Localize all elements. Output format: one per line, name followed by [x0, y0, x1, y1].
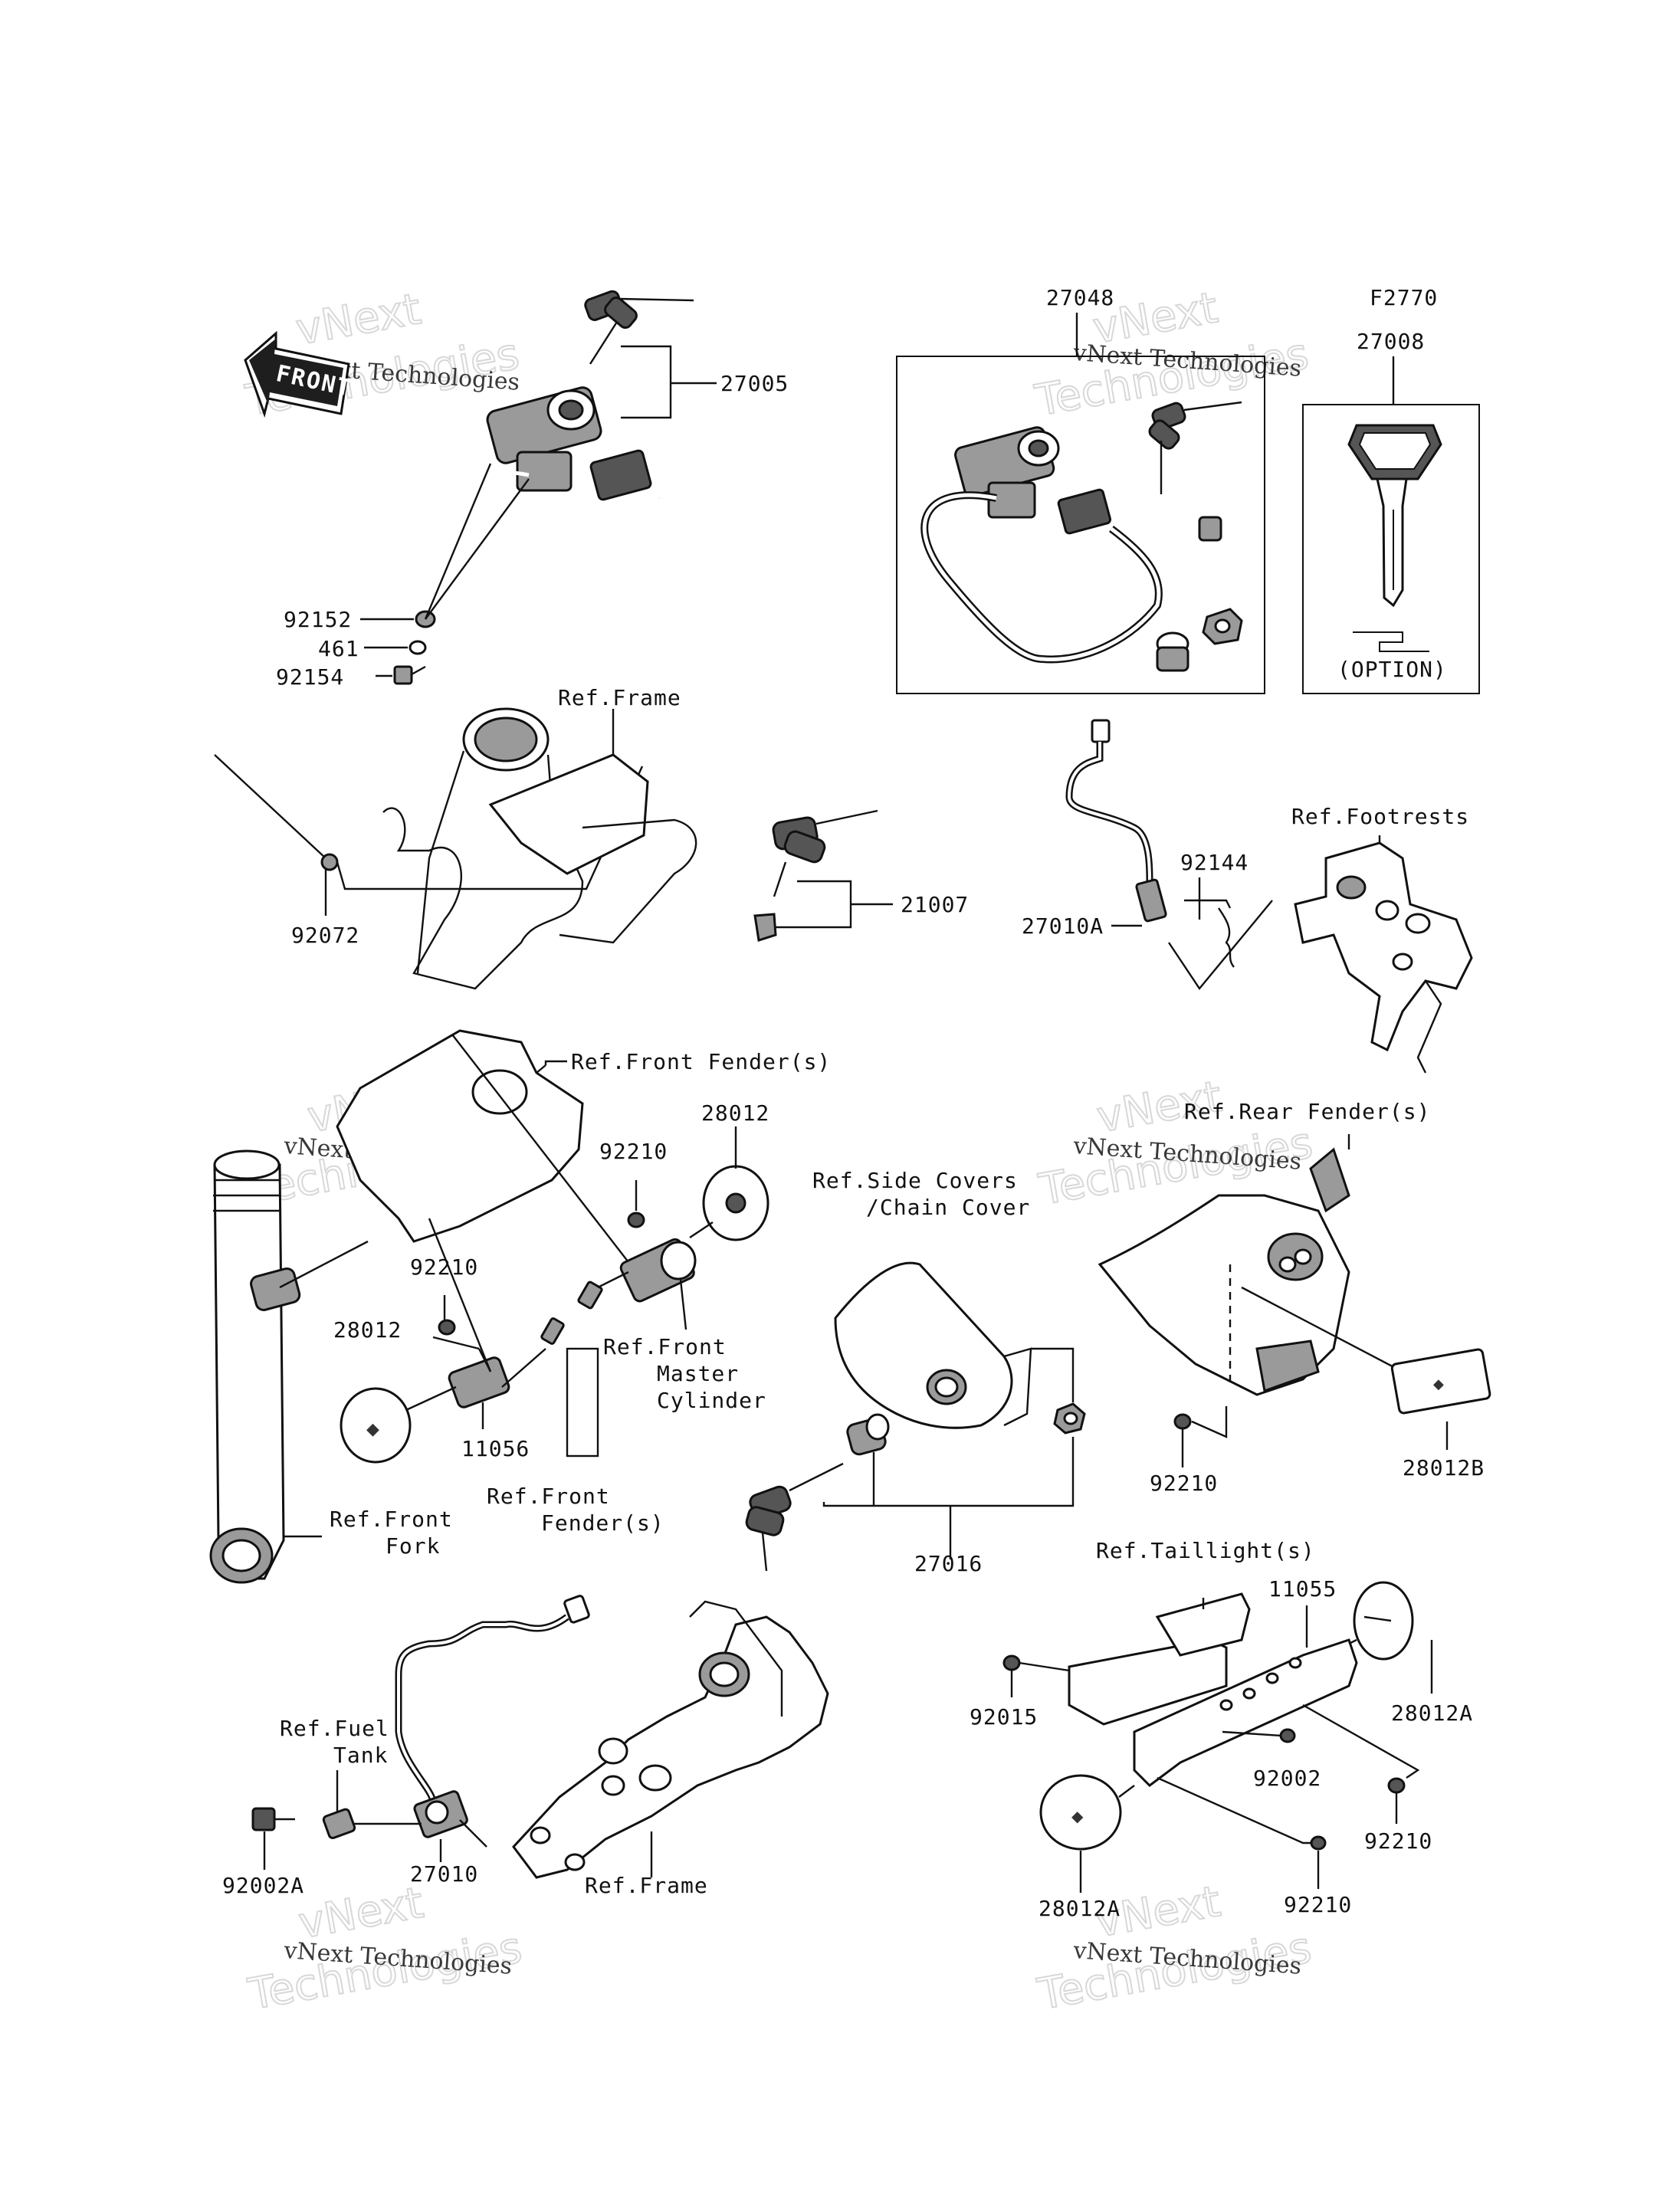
ref-taillight: Ref.Taillight(s): [1096, 1538, 1315, 1563]
label-92154: 92154: [276, 664, 344, 690]
ref-side-covers-2: /Chain Cover: [866, 1195, 1030, 1220]
ref-front-master-3: Cylinder: [657, 1388, 766, 1413]
label-92002a: 92002A: [222, 1873, 304, 1898]
front-arrow: FRONT: [244, 330, 355, 418]
label-f2770: F2770: [1370, 285, 1438, 310]
ref-fuel-tank-1: Ref.Fuel: [280, 1716, 389, 1741]
ref-front-master-1: Ref.Front: [603, 1334, 727, 1359]
label-28012b: 28012B: [1403, 1455, 1485, 1481]
label-28012a-right: 28012A: [1391, 1700, 1473, 1726]
ignition-switch-assembly: [360, 290, 717, 685]
ref-front-fenders-top: Ref.Front Fender(s): [571, 1049, 831, 1074]
label-21007: 21007: [901, 892, 969, 917]
label-28012a-bottom: 28012A: [1039, 1896, 1121, 1921]
ref-rear-fender: Ref.Rear Fender(s): [1184, 1099, 1430, 1124]
svg-text:◆: ◆: [1071, 1807, 1084, 1825]
option-key-box: F2770 27008 (OPTION): [1302, 285, 1480, 694]
label-92210-b: 92210: [410, 1254, 478, 1280]
label-92015: 92015: [970, 1704, 1038, 1730]
label-92210-c: 92210: [1150, 1471, 1218, 1496]
fuel-frame-27010: [251, 1595, 829, 1879]
rear-fender-reflector: ◆: [1098, 1134, 1491, 1467]
ref-front-master-2: Master: [657, 1361, 739, 1386]
label-92072: 92072: [291, 923, 359, 948]
label-11055: 11055: [1268, 1576, 1337, 1602]
key-icon: [584, 290, 694, 365]
ref-side-covers-1: Ref.Side Covers: [812, 1168, 1018, 1193]
label-92210-e: 92210: [1284, 1892, 1352, 1917]
watermark-big-1a: vNext: [292, 284, 424, 355]
option-label: (OPTION): [1337, 657, 1447, 682]
ref-frame-bottom: Ref.Frame: [585, 1873, 708, 1898]
ref-front-fork-2: Fork: [386, 1533, 440, 1559]
label-27016: 27016: [914, 1551, 983, 1576]
ref-front-fenders-2b: Fender(s): [541, 1510, 664, 1536]
side-cover-lock: [745, 1261, 1086, 1572]
svg-text:◆: ◆: [1433, 1376, 1444, 1392]
label-92210-a: 92210: [599, 1139, 668, 1164]
label-27005: 27005: [720, 371, 789, 396]
label-92144: 92144: [1180, 850, 1249, 875]
ref-front-fork-1: Ref.Front: [330, 1507, 453, 1532]
label-92210-d: 92210: [1364, 1828, 1432, 1854]
ref-fuel-tank-2: Tank: [333, 1743, 388, 1768]
label-28012-left: 28012: [333, 1317, 402, 1343]
watermark-big-5a: vNext: [295, 1878, 427, 1949]
label-92152: 92152: [284, 607, 352, 632]
label-27008: 27008: [1357, 329, 1425, 354]
label-27048: 27048: [1046, 285, 1114, 310]
label-461: 461: [318, 636, 359, 661]
label-11056: 11056: [461, 1436, 530, 1461]
taillight-bracket: ◆: [1002, 1581, 1433, 1893]
label-28012-top: 28012: [701, 1100, 769, 1126]
front-fork-fender: ◆: [209, 1029, 769, 1584]
label-92002: 92002: [1253, 1766, 1321, 1791]
ref-frame-top: Ref.Frame: [558, 685, 681, 710]
label-27010: 27010: [410, 1861, 478, 1887]
frame-steering-head: [214, 707, 697, 990]
svg-text:◆: ◆: [366, 1420, 379, 1439]
ref-front-fenders-2a: Ref.Front: [487, 1484, 610, 1509]
key-set-21007: [753, 809, 893, 942]
ref-footrests: Ref.Footrests: [1291, 804, 1469, 829]
label-27010a: 27010A: [1022, 913, 1104, 939]
lock-set-box: 27048: [896, 285, 1265, 694]
sidestand-switch: [1065, 719, 1473, 1074]
